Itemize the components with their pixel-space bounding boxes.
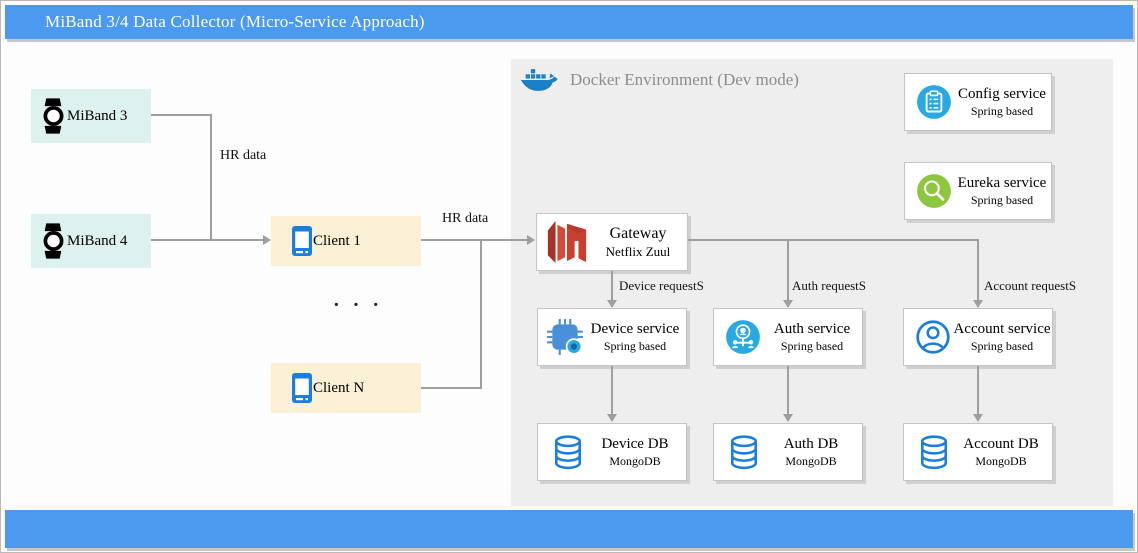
auth-service-title: Auth service <box>773 321 851 338</box>
client1-label: Client 1 <box>313 232 361 249</box>
node-device-service: Device service Spring based <box>537 308 687 366</box>
clipboard-icon <box>917 85 951 119</box>
arrowhead-into-auth-db <box>783 414 793 422</box>
gateway-title: Gateway <box>609 224 667 242</box>
arrowhead-into-account-db <box>973 414 983 422</box>
edge-label-hr-data-gateway: HR data <box>442 211 489 226</box>
docker-environment-title: Docker Environment (Dev mode) <box>570 70 799 89</box>
device-service-subtitle: Spring based <box>603 338 667 353</box>
eureka-service-subtitle: Spring based <box>970 192 1034 207</box>
auth-service-subtitle: Spring based <box>780 338 844 353</box>
edge-account-service-db <box>977 366 979 415</box>
edge-miband3-v <box>210 114 212 241</box>
user-icon <box>916 320 950 354</box>
edge-miband4-client1 <box>151 239 263 241</box>
arrowhead-into-account-service <box>973 300 983 308</box>
account-db-title: Account DB <box>963 436 1039 453</box>
arrowhead-into-gateway <box>527 235 535 245</box>
edge-gateway-auth-v <box>787 239 789 301</box>
auth-users-icon <box>726 320 760 354</box>
magnifier-icon <box>917 174 951 208</box>
node-device-db: Device DB MongoDB <box>537 423 687 481</box>
auth-db-title: Auth DB <box>783 436 839 453</box>
edge-miband3-h <box>151 114 212 116</box>
config-service-subtitle: Spring based <box>970 103 1034 118</box>
device-db-subtitle: MongoDB <box>609 453 661 468</box>
node-eureka-service: Eureka service Spring based <box>904 162 1052 220</box>
node-miband4: MiBand 4 <box>31 214 151 268</box>
edge-device-service-db <box>611 366 613 415</box>
edge-label-account-requests: Account requestS <box>984 278 1077 293</box>
bottom-bar <box>5 510 1133 548</box>
node-auth-service: Auth service Spring based <box>713 308 863 366</box>
edge-label-hr-data-devices: HR data <box>220 148 267 163</box>
edge-clientN-h <box>421 387 482 389</box>
title-bar: MiBand 3/4 Data Collector (Micro-Service… <box>5 5 1133 39</box>
smartphone-icon <box>292 226 312 256</box>
config-service-title: Config service <box>958 86 1046 103</box>
database-icon <box>920 434 948 469</box>
device-db-title: Device DB <box>601 436 669 453</box>
edge-gateway-account-v <box>977 239 979 301</box>
device-service-title: Device service <box>590 321 680 338</box>
edge-auth-service-db <box>787 366 789 415</box>
edge-gateway-right-h <box>688 239 979 241</box>
page-title: MiBand 3/4 Data Collector (Micro-Service… <box>45 12 425 31</box>
database-icon <box>730 434 758 469</box>
arrowhead-into-auth-service <box>783 300 793 308</box>
node-auth-db: Auth DB MongoDB <box>713 423 863 481</box>
account-db-subtitle: MongoDB <box>975 453 1027 468</box>
node-gateway: Gateway Netflix Zuul <box>536 213 688 271</box>
account-service-title: Account service <box>953 321 1051 338</box>
smartwatch-icon <box>43 98 64 134</box>
edge-client1-gateway <box>421 239 527 241</box>
account-service-subtitle: Spring based <box>970 338 1034 353</box>
docker-environment-header: Docker Environment (Dev mode) <box>520 65 799 95</box>
edge-clientN-v <box>480 240 482 389</box>
edge-gateway-device-service <box>611 271 613 301</box>
node-config-service: Config service Spring based <box>904 73 1052 131</box>
miband3-label: MiBand 3 <box>67 107 128 124</box>
arrowhead-into-device-service <box>607 300 617 308</box>
docker-whale-icon <box>520 69 558 91</box>
arrowhead-into-client1 <box>263 235 271 245</box>
smartwatch-icon <box>43 223 64 259</box>
eureka-service-title: Eureka service <box>957 175 1047 192</box>
miband4-label: MiBand 4 <box>67 232 128 249</box>
database-icon <box>554 434 582 469</box>
node-client1: Client 1 <box>271 216 421 266</box>
chip-icon <box>547 319 583 355</box>
node-miband3: MiBand 3 <box>31 89 151 143</box>
auth-db-subtitle: MongoDB <box>785 453 837 468</box>
edge-label-device-requests: Device requestS <box>619 278 704 293</box>
clients-ellipsis: · · · <box>332 294 383 316</box>
node-account-db: Account DB MongoDB <box>903 423 1053 481</box>
clientN-label: Client N <box>313 379 365 396</box>
zuul-icon <box>547 220 587 264</box>
smartphone-icon <box>292 373 312 403</box>
edge-label-auth-requests: Auth requestS <box>792 278 867 293</box>
node-clientN: Client N <box>271 363 421 413</box>
gateway-subtitle: Netflix Zuul <box>605 243 671 259</box>
node-account-service: Account service Spring based <box>903 308 1053 366</box>
arrowhead-into-device-db <box>607 414 617 422</box>
